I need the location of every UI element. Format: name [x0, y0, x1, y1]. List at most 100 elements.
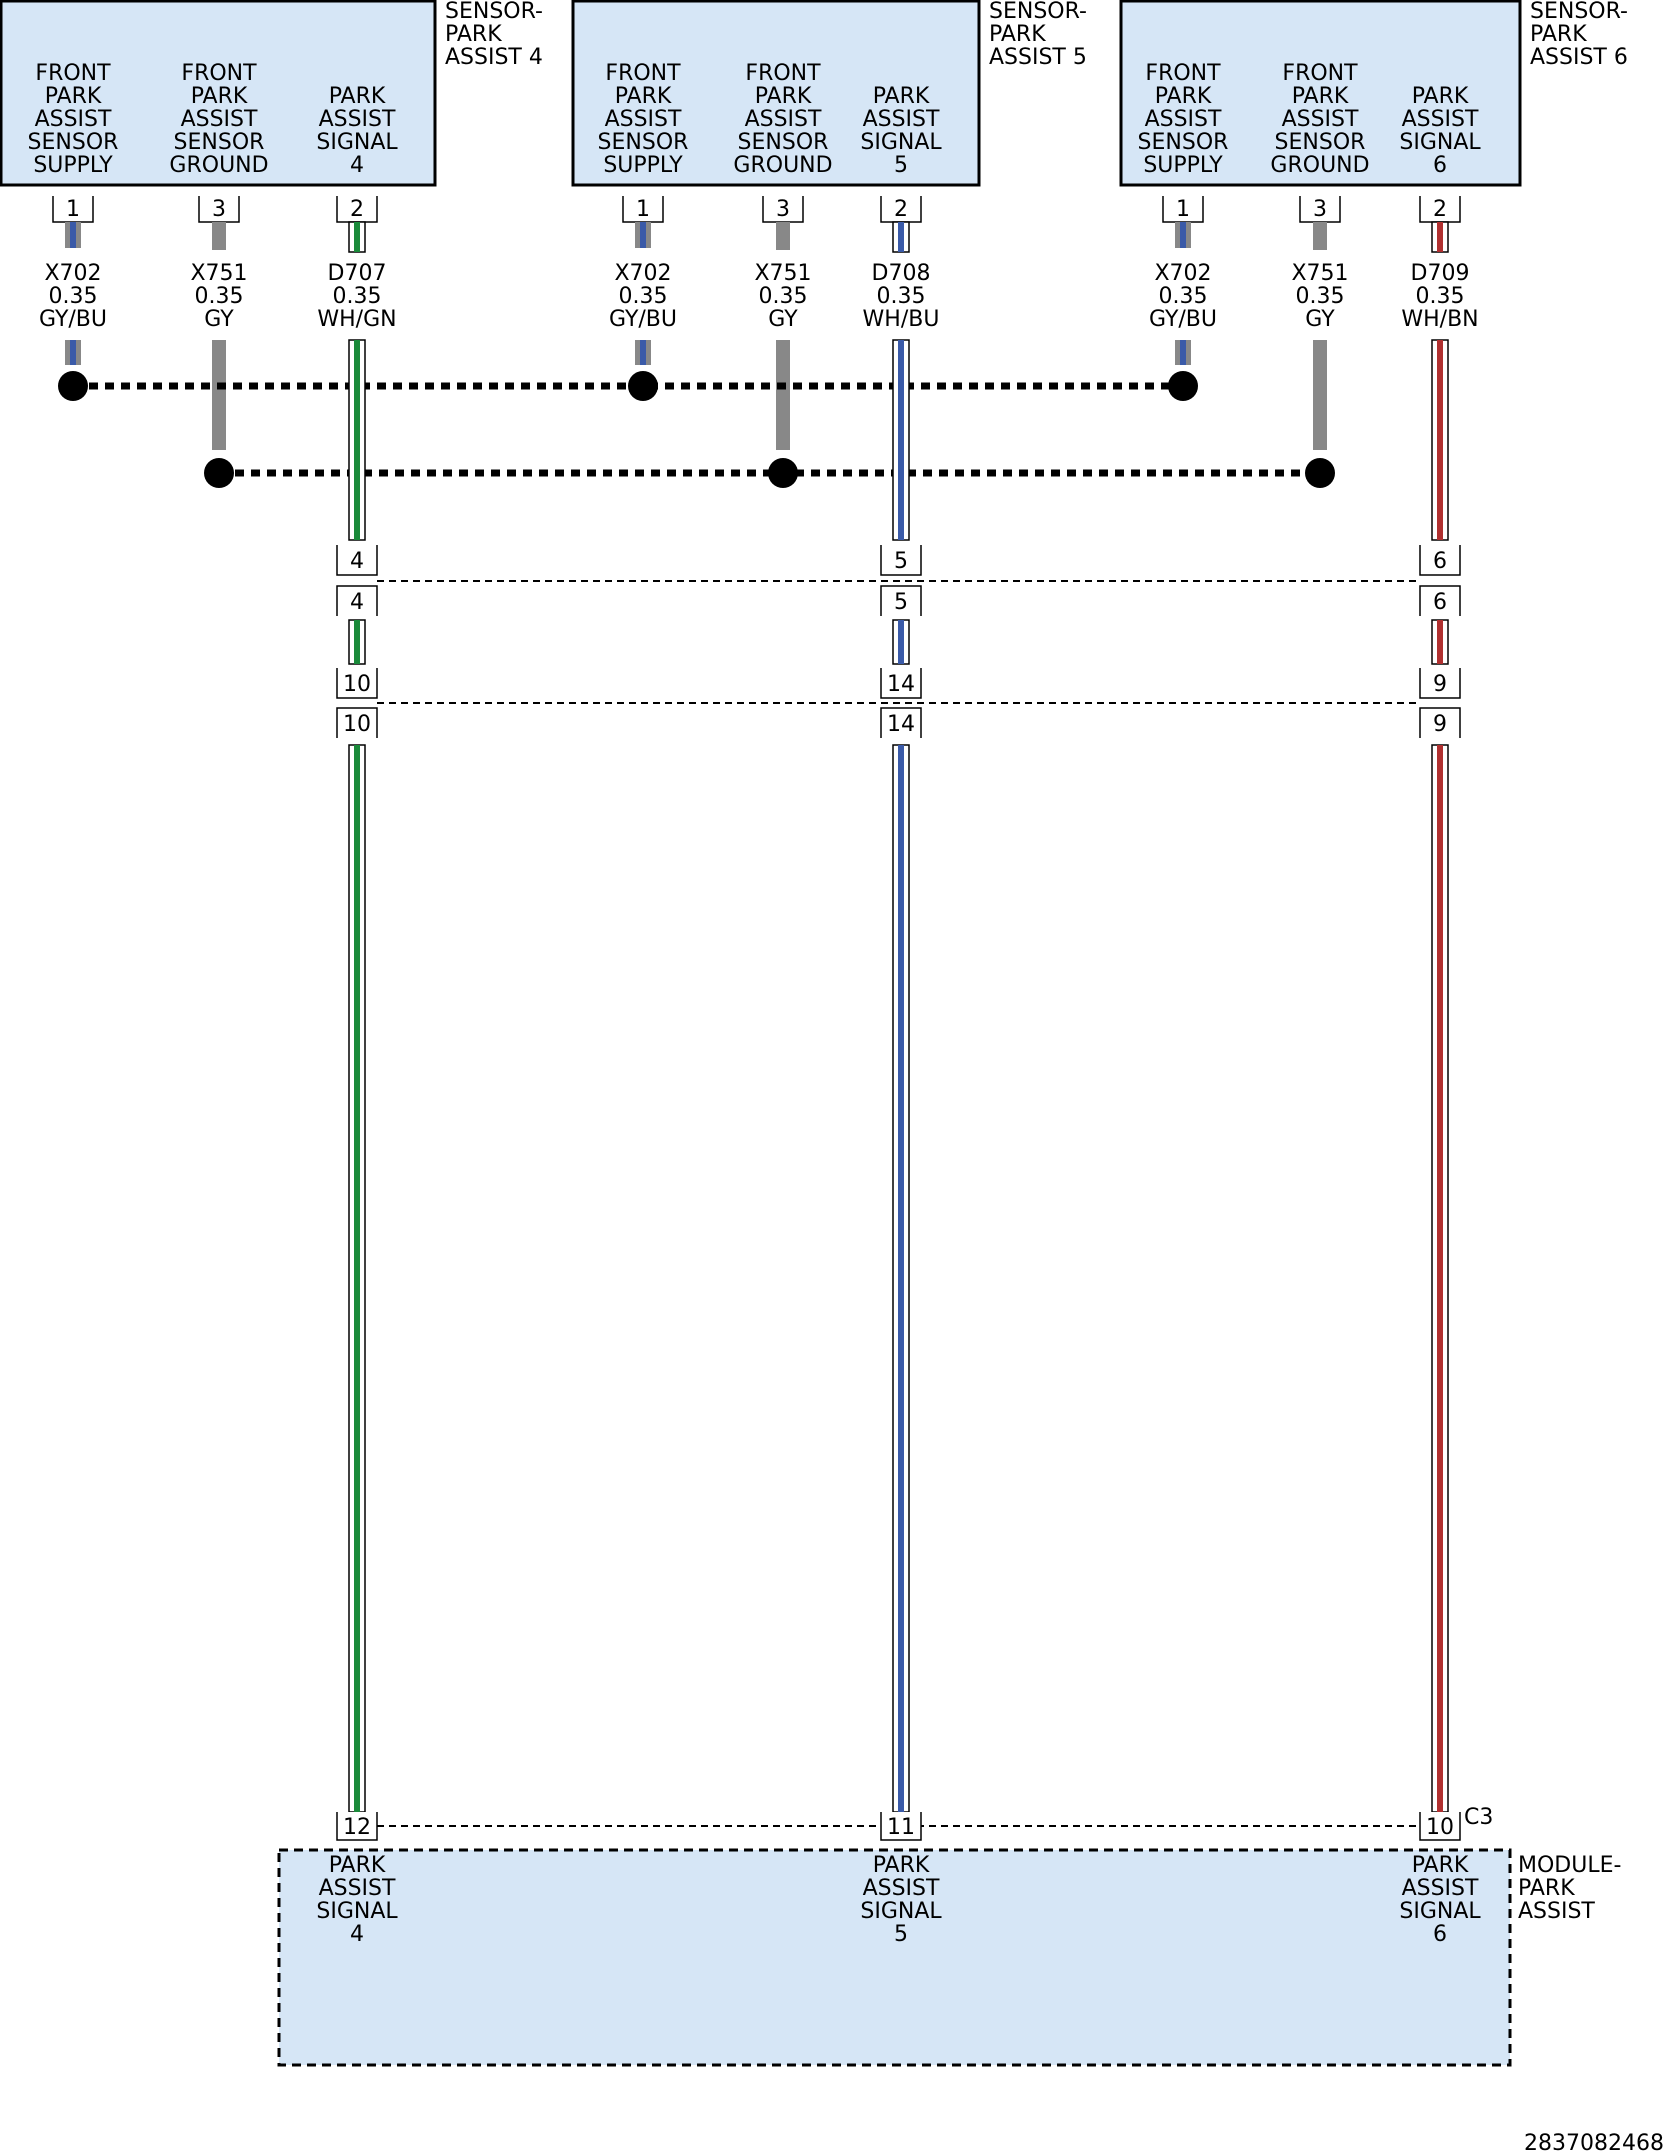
module-signal-label: ASSIST — [863, 1876, 940, 1901]
module-pin-number: 11 — [887, 1815, 915, 1840]
wire-label: 0.35 — [619, 284, 668, 309]
sensor-name: PARK — [1530, 22, 1587, 47]
inline-pin-number: 4 — [350, 590, 364, 615]
pin-function-label: FRONT — [605, 61, 681, 86]
pin-function-label: 5 — [894, 153, 908, 178]
pin-function-label: PARK — [45, 84, 102, 109]
wire-label: 0.35 — [49, 284, 98, 309]
wire-label: D709 — [1411, 261, 1470, 286]
inline-pin-box — [336, 545, 378, 576]
wire-label: 0.35 — [1416, 284, 1465, 309]
module-signal-label: 6 — [1433, 1922, 1447, 1947]
pin-function-label: SUPPLY — [603, 153, 683, 178]
wire-label: WH/GN — [317, 307, 396, 332]
pin-function-label: ASSIST — [35, 107, 112, 132]
inline-pin-number: 6 — [1433, 549, 1447, 574]
inline-pin-box — [336, 585, 378, 616]
ground-wire — [776, 222, 790, 250]
wire-label: D707 — [328, 261, 387, 286]
sensor-box — [571, 0, 981, 187]
pin-function-label: PARK — [615, 84, 672, 109]
pin-function-label: SUPPLY — [33, 153, 113, 178]
splice-dot — [1305, 458, 1335, 488]
module-connector-name: C3 — [1464, 1805, 1493, 1830]
pin-function-label: ASSIST — [1282, 107, 1359, 132]
wire-label: 0.35 — [877, 284, 926, 309]
pin-function-label: SENSOR — [1275, 130, 1366, 155]
pin-number: 2 — [350, 197, 364, 222]
wire-label: 0.35 — [759, 284, 808, 309]
pin-number: 1 — [1176, 197, 1190, 222]
pin-function-label: GROUND — [169, 153, 268, 178]
module-signal-label: ASSIST — [1402, 1876, 1479, 1901]
signal-wire-stripe — [354, 340, 360, 540]
pin-function-label: FRONT — [745, 61, 821, 86]
pin-function-label: ASSIST — [181, 107, 258, 132]
ground-wire — [776, 340, 790, 450]
signal-wire-stripe — [1437, 222, 1443, 252]
sensor-name: SENSOR- — [445, 0, 543, 24]
module-signal-label: SIGNAL — [1399, 1899, 1481, 1924]
wire-label: GY — [1305, 307, 1335, 332]
splice-dot — [628, 371, 658, 401]
sensor-name: ASSIST 4 — [445, 45, 543, 70]
pin-function-label: SIGNAL — [316, 130, 398, 155]
wire-label: 0.35 — [333, 284, 382, 309]
pin-function-label: ASSIST — [1402, 107, 1479, 132]
wire-label: X751 — [1291, 261, 1348, 286]
pin-function-label: ASSIST — [319, 107, 396, 132]
pin-function-label: SENSOR — [28, 130, 119, 155]
pin-function-label: PARK — [1292, 84, 1349, 109]
wire-label: 0.35 — [1296, 284, 1345, 309]
splice-dot — [58, 371, 88, 401]
sensor-name: ASSIST 5 — [989, 45, 1087, 70]
inline-pin-box — [880, 585, 922, 616]
pin-function-label: FRONT — [1282, 61, 1358, 86]
pin-function-label: GROUND — [733, 153, 832, 178]
wire-label: 0.35 — [1159, 284, 1208, 309]
supply-wire-stripe — [640, 222, 646, 248]
pin-function-label: PARK — [1155, 84, 1212, 109]
wire-label: GY — [768, 307, 798, 332]
pin-function-label: SIGNAL — [860, 130, 942, 155]
splice-dot — [768, 458, 798, 488]
inline-pin-number: 14 — [887, 712, 915, 737]
wire-label: WH/BU — [863, 307, 940, 332]
splice-dot — [1168, 371, 1198, 401]
wire-label: GY/BU — [39, 307, 107, 332]
inline-pin-number: 10 — [343, 672, 371, 697]
pin-function-label: 4 — [350, 153, 364, 178]
sensor-name: SENSOR- — [1530, 0, 1628, 24]
module-name: ASSIST — [1518, 1899, 1595, 1924]
supply-wire-stripe — [70, 340, 76, 365]
pin-function-label: SENSOR — [598, 130, 689, 155]
inline-pin-box — [336, 668, 378, 699]
wire-label: X702 — [44, 261, 101, 286]
module-pin-box — [1419, 1812, 1461, 1841]
inline-pin-box — [880, 545, 922, 576]
module-name: MODULE- — [1518, 1853, 1621, 1878]
diagram-code: 2837082468 — [1524, 2131, 1664, 2155]
wire-label: X702 — [614, 261, 671, 286]
supply-wire-stripe — [1180, 340, 1186, 365]
ground-wire — [1313, 222, 1327, 250]
signal-wire-stripe — [354, 222, 360, 252]
pin-function-label: FRONT — [1145, 61, 1221, 86]
signal-wire-stripe — [898, 340, 904, 540]
sensor-box — [0, 0, 437, 187]
inline-pin-number: 5 — [894, 590, 908, 615]
wire-label: WH/BN — [1401, 307, 1478, 332]
pin-function-label: ASSIST — [745, 107, 822, 132]
inline-pin-number: 14 — [887, 672, 915, 697]
signal-wire-stripe — [354, 620, 360, 664]
pin-function-label: SUPPLY — [1143, 153, 1223, 178]
supply-wire-stripe — [1180, 222, 1186, 248]
pin-function-label: SIGNAL — [1399, 130, 1481, 155]
inline-pin-number: 9 — [1433, 672, 1447, 697]
module-signal-label: SIGNAL — [316, 1899, 398, 1924]
pin-number: 2 — [894, 197, 908, 222]
sensor-name: PARK — [989, 22, 1046, 47]
inline-pin-box — [1419, 585, 1461, 616]
supply-wire-stripe — [640, 340, 646, 365]
